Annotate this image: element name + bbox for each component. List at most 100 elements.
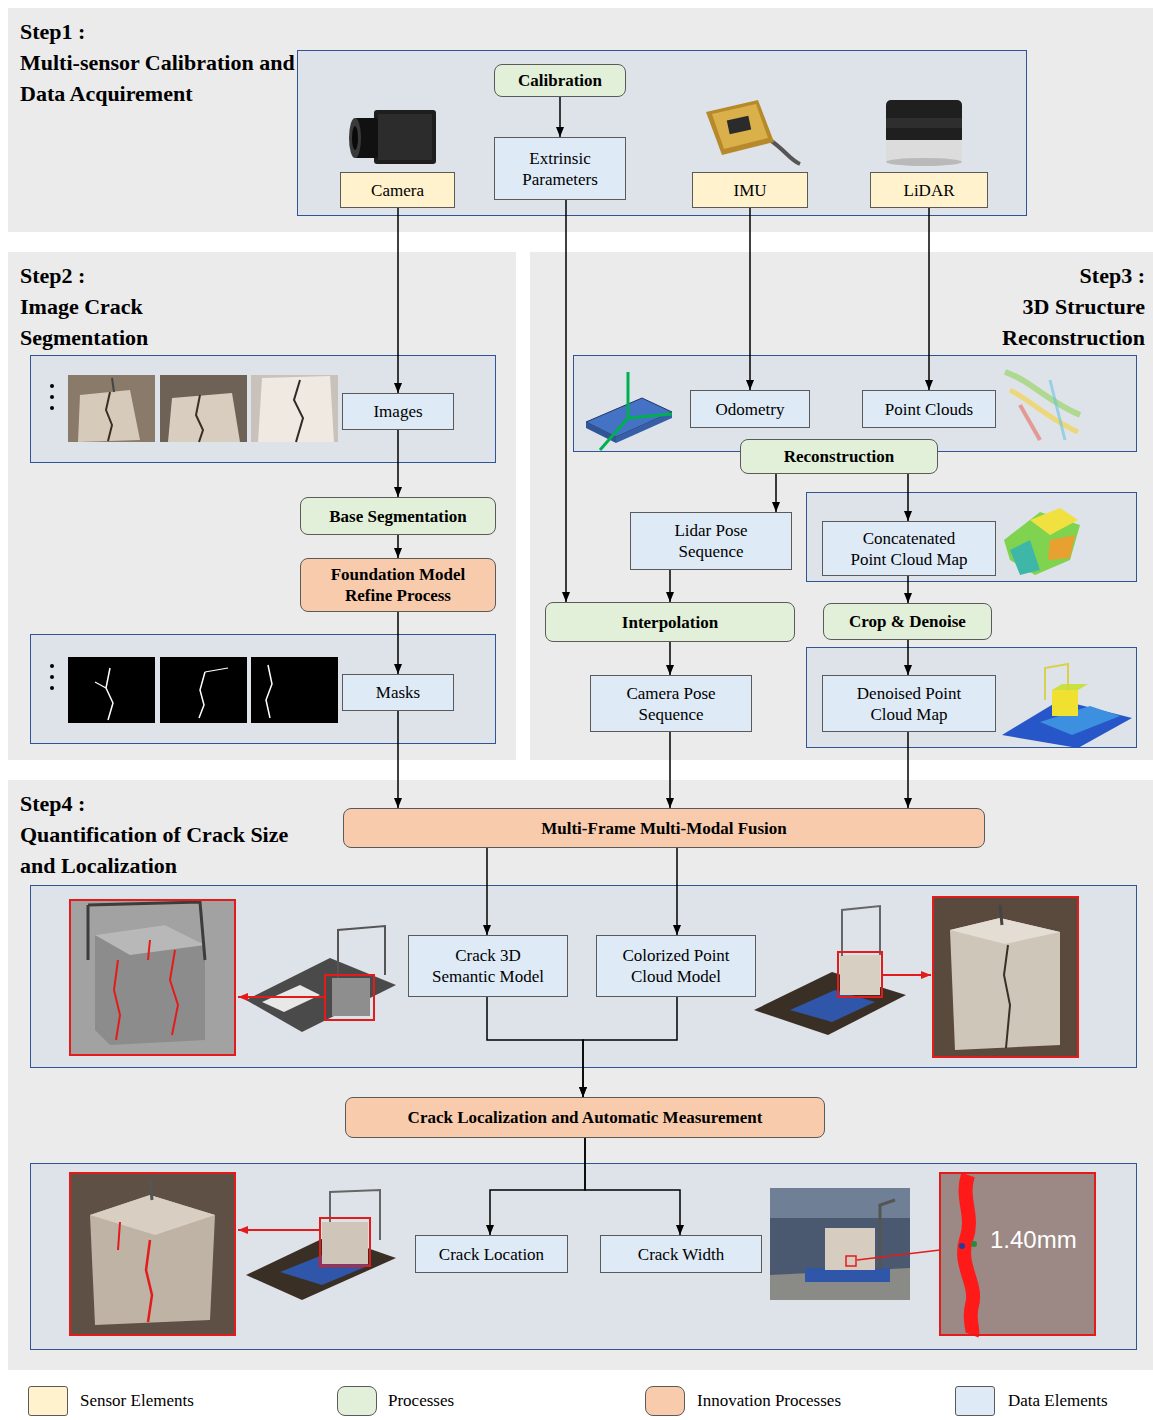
box-label: Images (373, 401, 422, 422)
flow-arrow (669, 732, 671, 808)
step-number: Step2 : (20, 260, 85, 291)
color-zoom-picture (933, 897, 1078, 1057)
data-box: Crack 3D Semantic Model (408, 935, 568, 997)
innovation-process-box: Multi-Frame Multi-Modal Fusion (343, 808, 985, 848)
legend-swatch (955, 1386, 995, 1416)
box-label: Multi-Frame Multi-Modal Fusion (541, 818, 787, 839)
box-label: Point Clouds (885, 399, 973, 420)
box-label: Base Segmentation (329, 506, 466, 527)
flow-arrow (907, 640, 909, 675)
data-box: Camera Pose Sequence (590, 675, 752, 732)
width-scene-picture (770, 1188, 940, 1300)
legend-label: Sensor Elements (80, 1390, 194, 1412)
legend-swatch (28, 1386, 68, 1416)
box-label: Crack Location (439, 1244, 544, 1265)
data-box: Masks (342, 674, 454, 711)
location-zoom-picture (70, 1173, 235, 1335)
flow-arrow (583, 997, 677, 1097)
measurement-label: 1.40mm (990, 1226, 1077, 1254)
flow-arrow (669, 642, 671, 675)
box-label: LiDAR (904, 180, 955, 201)
flow-arrow (669, 570, 671, 602)
camera-picture (349, 110, 436, 164)
flow-arrow (397, 430, 399, 497)
data-box: Images (342, 393, 454, 430)
data-box: Colorized Point Cloud Model (596, 935, 756, 997)
data-box: Concatenated Point Cloud Map (822, 521, 996, 576)
denoised-map-picture (1002, 664, 1132, 748)
innovation-process-box: Foundation Model Refine Process (300, 558, 496, 612)
flow-arrow (749, 208, 751, 390)
data-box: Point Clouds (862, 390, 996, 428)
step-number: Step3 : (1080, 260, 1145, 291)
flow-arrow (928, 208, 930, 390)
flow-arrow (397, 535, 399, 558)
flow-arrow (397, 208, 399, 393)
flow-arrow (397, 711, 399, 808)
step-number: Step1 : (20, 16, 85, 47)
box-label: Camera Pose Sequence (605, 683, 737, 725)
box-label: Colorized Point Cloud Model (611, 945, 741, 987)
data-box: Denoised Point Cloud Map (822, 675, 996, 732)
box-label: Crack Width (638, 1244, 724, 1265)
data-box: Odometry (690, 390, 810, 428)
legend-label: Data Elements (1008, 1390, 1108, 1412)
legend-swatch (337, 1386, 377, 1416)
flow-arrow (676, 848, 678, 935)
flow-arrow (775, 474, 777, 512)
process-box: Interpolation (545, 602, 795, 642)
box-label: Calibration (518, 70, 602, 91)
flow-arrow (486, 848, 488, 935)
flow-arrow (585, 1138, 680, 1235)
lidar-picture (886, 100, 962, 166)
sensor-box: Camera (340, 172, 455, 208)
box-label: Odometry (716, 399, 785, 420)
flow-arrow (490, 1138, 585, 1235)
imu-picture (706, 100, 800, 164)
box-label: Camera (371, 180, 424, 201)
flow-arrow (907, 474, 909, 521)
legend-label: Innovation Processes (697, 1390, 841, 1412)
legend-swatch (645, 1386, 685, 1416)
box-label: Denoised Point Cloud Map (847, 683, 971, 725)
process-box: Calibration (494, 64, 626, 97)
step-number: Step4 : (20, 788, 85, 819)
box-label: Extrinsic Parameters (509, 148, 611, 190)
mask-images (68, 657, 338, 723)
box-label: Crack Localization and Automatic Measure… (408, 1107, 763, 1128)
data-box: Lidar Pose Sequence (630, 512, 792, 570)
concatenated-map-picture (1004, 508, 1080, 575)
crack-photos (68, 375, 338, 442)
flow-arrow (907, 576, 909, 603)
sensor-box: IMU (692, 172, 808, 208)
sensor-box: LiDAR (870, 172, 988, 208)
data-box: Crack Location (415, 1235, 568, 1273)
flow-arrow (907, 732, 909, 808)
semantic-scene-picture (238, 926, 396, 1032)
flow-arrow (565, 200, 567, 602)
flow-arrow (487, 997, 583, 1097)
box-label: Lidar Pose Sequence (645, 520, 777, 562)
innovation-process-box: Crack Localization and Automatic Measure… (345, 1097, 825, 1138)
point-cloud-picture (1005, 372, 1080, 440)
color-scene-picture (754, 906, 931, 1035)
process-box: Crop & Denoise (823, 603, 992, 640)
data-box: Extrinsic Parameters (494, 137, 626, 200)
flow-arrow (397, 612, 399, 674)
width-zoom-picture (940, 1173, 1095, 1335)
box-label: Reconstruction (784, 446, 894, 467)
box-label: Crack 3D Semantic Model (423, 945, 553, 987)
location-scene-picture (238, 1190, 396, 1300)
legend-label: Processes (388, 1390, 454, 1412)
semantic-zoom-picture (70, 900, 235, 1055)
process-box: Reconstruction (740, 439, 938, 474)
data-box: Crack Width (600, 1235, 762, 1273)
step-title: 3D Structure Reconstruction (965, 291, 1145, 353)
box-label: Crop & Denoise (849, 611, 966, 632)
odometry-icon (586, 372, 672, 450)
process-box: Base Segmentation (300, 497, 496, 535)
step-title: Multi-sensor Calibration and Data Acquir… (20, 47, 305, 109)
box-label: IMU (733, 180, 766, 201)
box-label: Concatenated Point Cloud Map (847, 528, 971, 570)
step-title: Image Crack Segmentation (20, 291, 195, 353)
